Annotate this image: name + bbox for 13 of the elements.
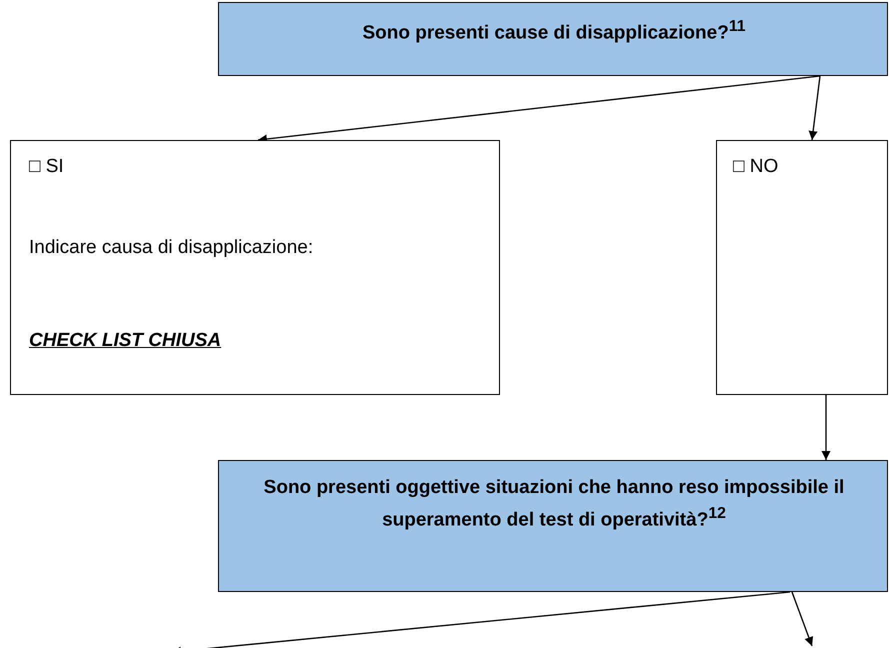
arrow	[791, 592, 814, 646]
arrow	[822, 395, 830, 460]
question-text: □ SI	[29, 155, 65, 179]
body-text: Indicare causa di disapplicazione:	[29, 236, 314, 260]
answer-box	[10, 140, 500, 395]
question-text: Sono presenti oggettive situazioni che hanno reso impossibile il superamento del test di operatività?$^{12}$	[262, 476, 846, 533]
answer-box	[716, 140, 888, 395]
status-text: CHECK LIST CHIUSA	[29, 329, 222, 353]
decision-box	[218, 460, 888, 592]
decision-box	[218, 2, 888, 76]
question-text: Sono presenti cause di disapplicazione?$^{11}$	[361, 17, 747, 46]
arrow	[808, 76, 821, 140]
question-text: □ NO	[733, 155, 780, 179]
